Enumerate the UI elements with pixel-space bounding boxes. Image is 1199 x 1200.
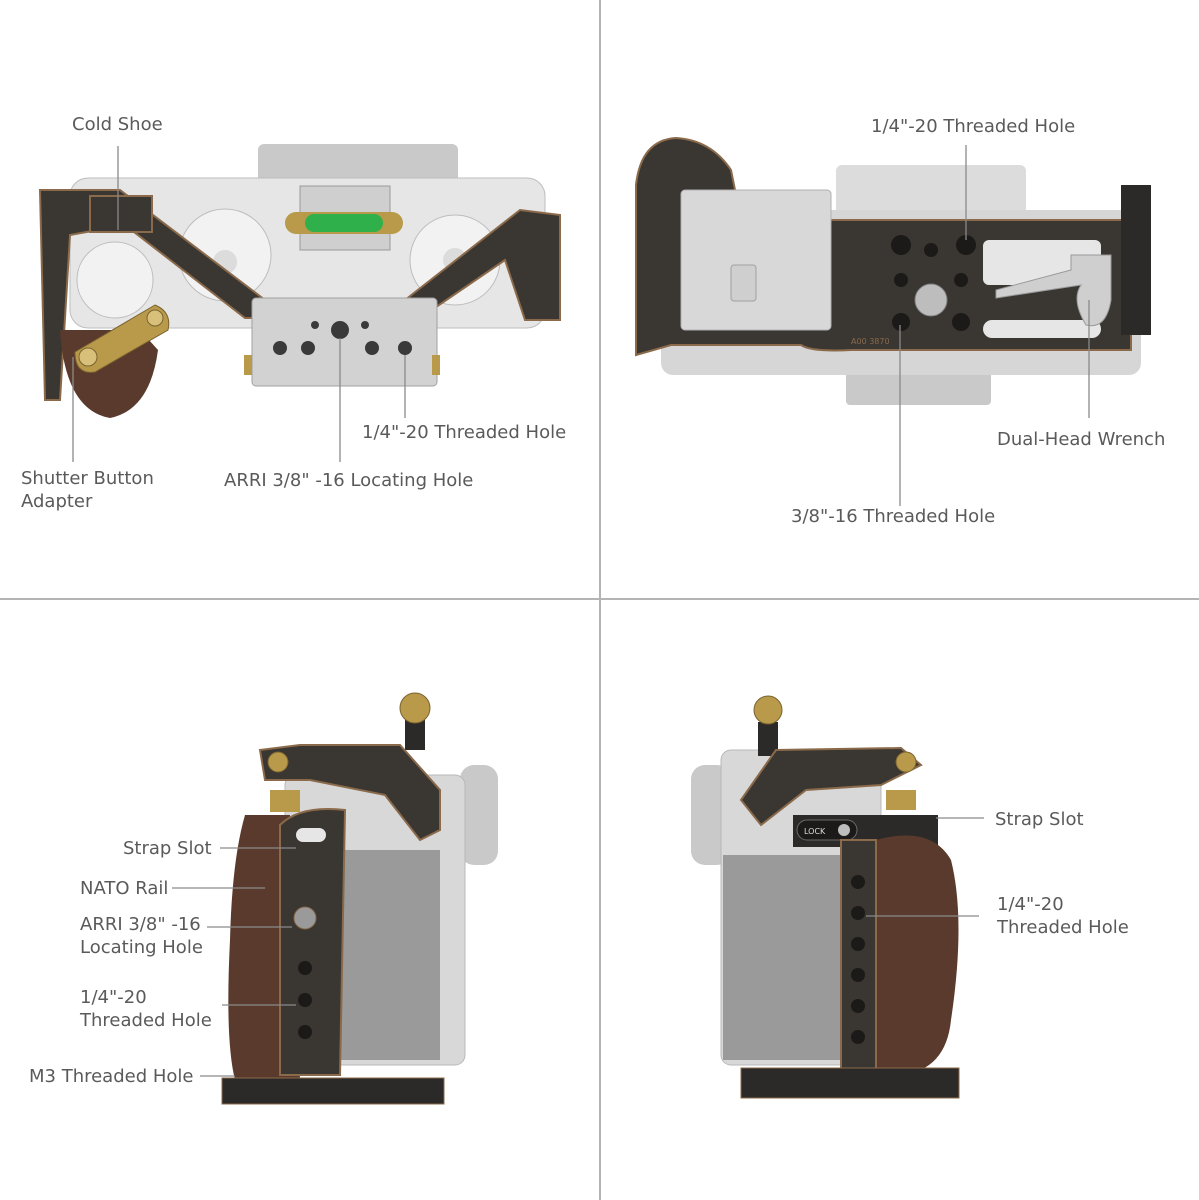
mounting-screw xyxy=(914,283,948,317)
exposure-dial xyxy=(76,241,154,319)
label-dual-head-wrench: Dual-Head Wrench xyxy=(997,429,1166,450)
top-handle-arm-right xyxy=(739,746,923,827)
arri-plate xyxy=(251,297,438,387)
label-quarter-threaded-hole-bottom: 1/4"-20 Threaded Hole xyxy=(871,116,1076,137)
top-handle-arm xyxy=(258,744,441,842)
label-quarter-threaded-hole: 1/4"-20 Threaded Hole xyxy=(362,422,567,443)
cage-cold-shoe-block xyxy=(89,195,153,233)
panel-left-side-view: Strap Slot NATO Rail ARRI 3/8" -16 Locat… xyxy=(0,600,599,1200)
cage-base-right xyxy=(740,1067,960,1099)
label-strap-slot-right: Strap Slot xyxy=(995,809,1084,830)
label-shutter-button-adapter: Shutter Button Adapter xyxy=(21,468,154,512)
top-view-illustration xyxy=(38,144,561,462)
label-strap-slot-left: Strap Slot xyxy=(123,838,212,859)
vertical-divider xyxy=(599,0,601,1200)
wood-grip-right xyxy=(876,835,959,1075)
panel-top-view: Cold Shoe 1/4"-20 Threaded Hole Shutter … xyxy=(0,0,599,598)
svg-text:LOCK: LOCK xyxy=(804,827,826,836)
panel-bottom-view: A00 3870 1/4"-20 Threaded Hole Dual-Head… xyxy=(601,0,1199,598)
quarter-threaded-hole-mark xyxy=(398,341,412,355)
label-arri-locating-hole: ARRI 3/8" -16 Locating Hole xyxy=(224,470,474,491)
brass-knob xyxy=(399,692,431,724)
brass-knob-right xyxy=(753,695,783,725)
label-m3-threaded-hole: M3 Threaded Hole xyxy=(29,1066,194,1087)
cage-side-frame xyxy=(279,808,347,1076)
shutter-adapter-lever xyxy=(74,304,170,373)
bottom-view-illustration: A00 3870 xyxy=(635,136,1151,506)
strap-slot-mark xyxy=(296,828,326,842)
label-three-eighths-threaded-hole: 3/8"-16 Threaded Hole xyxy=(791,506,996,527)
viewfinder-hump xyxy=(258,144,458,184)
cage-engraving: A00 3870 xyxy=(851,337,890,346)
left-side-illustration xyxy=(172,692,498,1105)
label-quarter-threaded-hole-right: 1/4"-20 Threaded Hole xyxy=(997,894,1129,938)
dual-head-wrench xyxy=(995,254,1112,327)
cage-base-left xyxy=(221,1077,445,1105)
arri-hole-side xyxy=(293,906,317,930)
right-side-illustration: LOCK xyxy=(691,695,984,1099)
label-cold-shoe: Cold Shoe xyxy=(72,114,163,135)
arri-locating-hole-mark xyxy=(331,321,349,339)
eyecup xyxy=(460,765,498,865)
label-quarter-threaded-hole-left: 1/4"-20 Threaded Hole xyxy=(80,987,212,1031)
label-nato-rail: NATO Rail xyxy=(80,878,169,899)
quarter-hole-right-mark xyxy=(851,906,865,920)
horizontal-divider xyxy=(0,598,1199,600)
quarter-hole-bottom-mark xyxy=(956,235,976,255)
panel-right-side-view: LOCK Strap Slot 1/4"-20 Threaded Hole xyxy=(601,600,1199,1200)
battery-door xyxy=(680,189,832,331)
label-arri-locating-hole-side: ARRI 3/8" -16 Locating Hole xyxy=(80,914,203,958)
three-eighths-hole-mark xyxy=(892,313,910,331)
